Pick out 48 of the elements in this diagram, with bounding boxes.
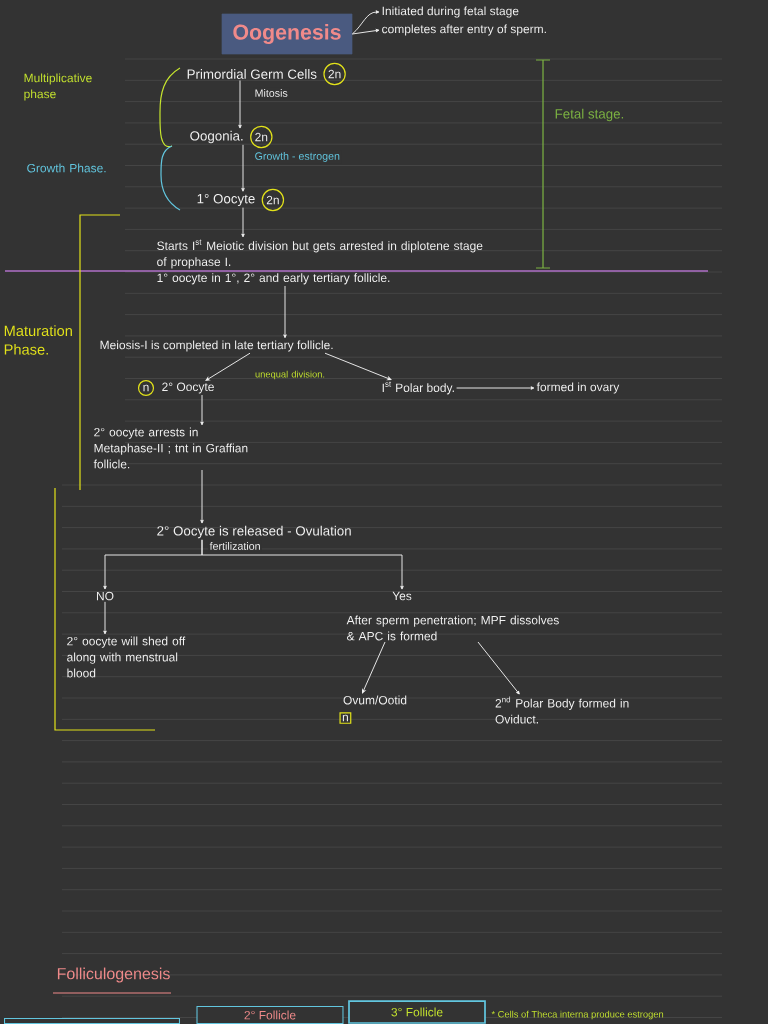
note-text: completes after entry of sperm. <box>382 24 546 36</box>
note-text: After sperm penetration; MPF dissolves & APC is formed <box>346 615 559 641</box>
phase-label: Multiplicative phase <box>24 73 92 101</box>
note-text: Initiated during fetal stage <box>382 6 519 18</box>
follicle-box <box>4 1017 180 1024</box>
stage-text: 1° Oocyte <box>197 193 255 207</box>
arrow <box>351 10 380 35</box>
follicle-box: 2° Follicle <box>196 1005 344 1024</box>
arrow <box>238 80 242 129</box>
stage-text: I$^{st}$ Polar body. <box>382 381 454 395</box>
note-text: * Cells of Theca interna produce estrogen <box>491 1010 664 1020</box>
phase-label: Growth Phase. <box>27 163 106 173</box>
choice-text: Yes <box>392 591 412 601</box>
arrow <box>205 352 251 381</box>
note-text: 2° oocyte arrests in Metaphase-II ; tnt in Graffian follicle. <box>93 427 248 469</box>
note-text: formed in ovary <box>536 382 620 394</box>
arrow <box>351 28 380 35</box>
stage-text: 2$^{nd}$ Polar Body formed in Oviduct. <box>495 696 629 724</box>
arrow <box>324 352 392 381</box>
stage-text: Meiosis-I is completed in late tertiary follicle. <box>100 340 333 352</box>
node-label: 2° Follicle <box>244 1010 296 1020</box>
note-text: Starts I$^{st}$ Meiotic division but gets arrested in diplotene stage of prophase I. 1° oocyte in 1°, 2° and early tertiary follicle. <box>157 239 483 285</box>
edge-label: fertilization <box>208 540 262 552</box>
heading: Folliculogenesis <box>57 967 170 983</box>
note-label: unequal division. <box>255 370 325 380</box>
arrow <box>241 207 245 238</box>
stage-text: 2° Oocyte <box>162 382 214 394</box>
title-box: Oogenesis <box>221 13 353 55</box>
follicle-box: 3° Follicle <box>348 1000 486 1024</box>
arrow <box>200 469 204 524</box>
arrow <box>241 144 245 192</box>
stage-label: Fetal stage. <box>555 108 624 122</box>
arrow <box>456 386 535 390</box>
edge-label: Mitosis <box>253 87 290 99</box>
arrow <box>200 394 204 426</box>
arrow <box>362 641 386 694</box>
note-text: 2° oocyte will shed off along with menstrual blood <box>67 636 186 678</box>
stage-text: Oogonia. <box>190 130 243 144</box>
arrow <box>477 641 520 695</box>
arrow <box>283 285 287 339</box>
arrow <box>201 539 404 590</box>
arrow <box>103 601 107 635</box>
stage-text: Primordial Germ Cells <box>187 69 317 79</box>
phase-label: Maturation Phase. <box>4 325 72 355</box>
choice-text: NO <box>97 591 114 601</box>
ploidy-box: n <box>339 712 352 724</box>
stage-text: Ovum/Ootid <box>343 695 407 705</box>
stage-text: 2° Oocyte is released - Ovulation <box>157 525 351 539</box>
